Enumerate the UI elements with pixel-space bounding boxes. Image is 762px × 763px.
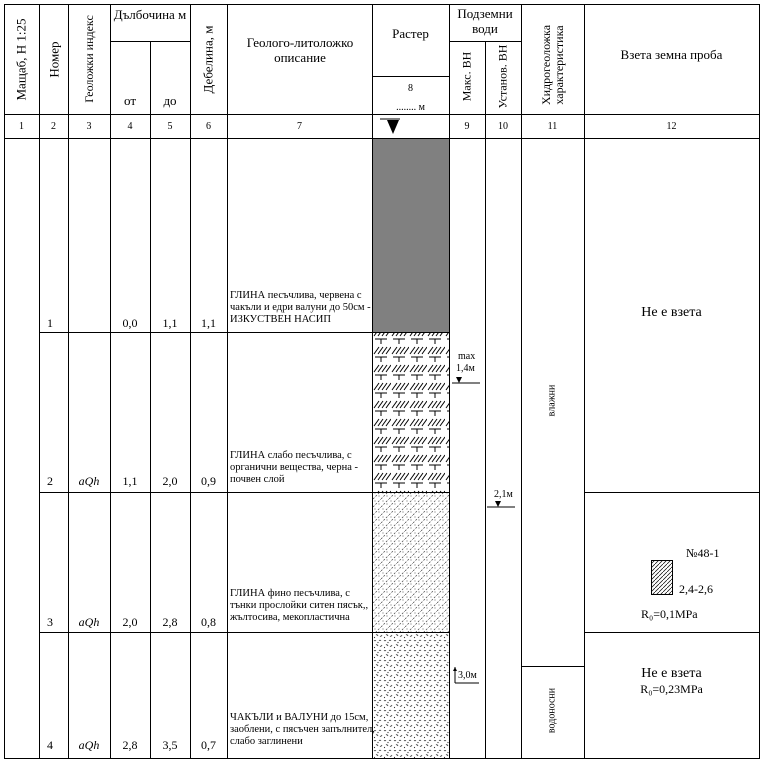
ground-level-marker-icon: [380, 118, 400, 134]
row2-number: 2: [47, 474, 53, 488]
header-depth: Дълбочина м: [113, 7, 187, 22]
sample1-status: Не е взета: [641, 305, 702, 320]
raster-gravel-layer4: [373, 633, 449, 758]
established-gw-marker-icon: [487, 501, 515, 508]
row3-from: 2,0: [122, 615, 138, 629]
established-gw-value: 2,1м: [494, 489, 513, 500]
header-from: от: [123, 93, 136, 108]
row3-description: ГЛИНА фино песъчлива, с тънки прослойки …: [230, 588, 369, 623]
sample2-range: 2,4-2,6: [679, 582, 713, 596]
row2-thickness: 0,9: [201, 474, 216, 488]
hydro-upper: влажни: [546, 384, 558, 417]
colnum-4: 4: [127, 121, 133, 132]
colnum-10: 10: [498, 121, 508, 132]
header-sample: Взета земна проба: [620, 47, 723, 62]
max-gw-bottom-value: 3,0м: [458, 670, 477, 681]
header-max-gw: Макс. ВН: [459, 51, 474, 102]
header-description: Геолого-литоложко описание: [246, 35, 354, 65]
colnum-2: 2: [51, 121, 56, 132]
raster-fill-layer1: [373, 139, 449, 332]
sample4-status: Не е взета: [641, 666, 702, 681]
row4-index: aQh: [78, 738, 100, 752]
row3-to: 2,8: [162, 615, 178, 629]
sample2-resistance: R₀=0,1MPa: [641, 607, 698, 621]
row2-description: ГЛИНА слабо песъчлива, с органични вещес…: [230, 450, 358, 485]
row3-thickness: 0,8: [201, 615, 216, 629]
max-gw-value: 1,4м: [456, 363, 475, 374]
row1-to: 1,1: [162, 316, 178, 330]
colnum-7: 7: [297, 121, 302, 132]
row1-number: 1: [47, 316, 53, 330]
max-gw-bottom-marker-icon: [453, 667, 479, 684]
header-hydro: Хидрогеоложка характеристика: [539, 24, 566, 106]
header-to: до: [163, 93, 177, 108]
raster-organic-layer2: [373, 333, 449, 492]
hydro-lower: водоносни: [546, 687, 558, 734]
row4-thickness: 0,7: [201, 738, 216, 752]
row2-index: aQh: [78, 474, 100, 488]
colnum-5: 5: [167, 121, 173, 132]
colnum-6: 6: [206, 121, 211, 132]
row4-description: ЧАКЪЛИ и ВАЛУНИ до 15см, заоблени, с пяс…: [230, 712, 375, 747]
row3-number: 3: [47, 615, 53, 629]
header-raster-m: ........ м: [396, 102, 425, 113]
row4-number: 4: [47, 738, 53, 752]
max-gw-label: max: [458, 351, 476, 362]
sample2-box: [651, 560, 673, 595]
row3-index: aQh: [78, 615, 100, 629]
header-raster: Растер: [392, 26, 429, 41]
colnum-11: 11: [547, 121, 558, 132]
colnum-1: 1: [19, 121, 24, 132]
colnum-9: 9: [464, 121, 470, 132]
colnum-12: 12: [666, 121, 677, 132]
header-groundwater: Подземни води: [457, 6, 513, 36]
header-established-gw: Установ. ВН: [495, 44, 510, 109]
row1-thickness: 1,1: [201, 316, 216, 330]
raster-column: [373, 139, 449, 758]
row2-to: 2,0: [162, 474, 178, 488]
max-gw-marker-icon: [452, 377, 480, 384]
header-number: Номер: [46, 41, 62, 78]
header-raster-sub: 8: [408, 83, 413, 94]
sample2-number: №48-1: [686, 546, 720, 560]
row1-from: 0,0: [122, 316, 138, 330]
row1-description: ГЛИНА песъчлива, червена с чакъли и едри…: [230, 290, 371, 325]
header-scale: Мащаб, Н 1:25: [13, 18, 29, 101]
header-thickness: Дебелина, м: [200, 25, 216, 94]
header-geo-index: Геоложки индекс: [82, 15, 96, 103]
raster-sandclay-layer3: [373, 493, 449, 632]
row2-from: 1,1: [122, 474, 138, 488]
colnum-3: 3: [86, 121, 92, 132]
row4-from: 2,8: [122, 738, 138, 752]
row4-to: 3,5: [162, 738, 178, 752]
sample4-resistance: R₀=0,23MPa: [640, 682, 703, 696]
